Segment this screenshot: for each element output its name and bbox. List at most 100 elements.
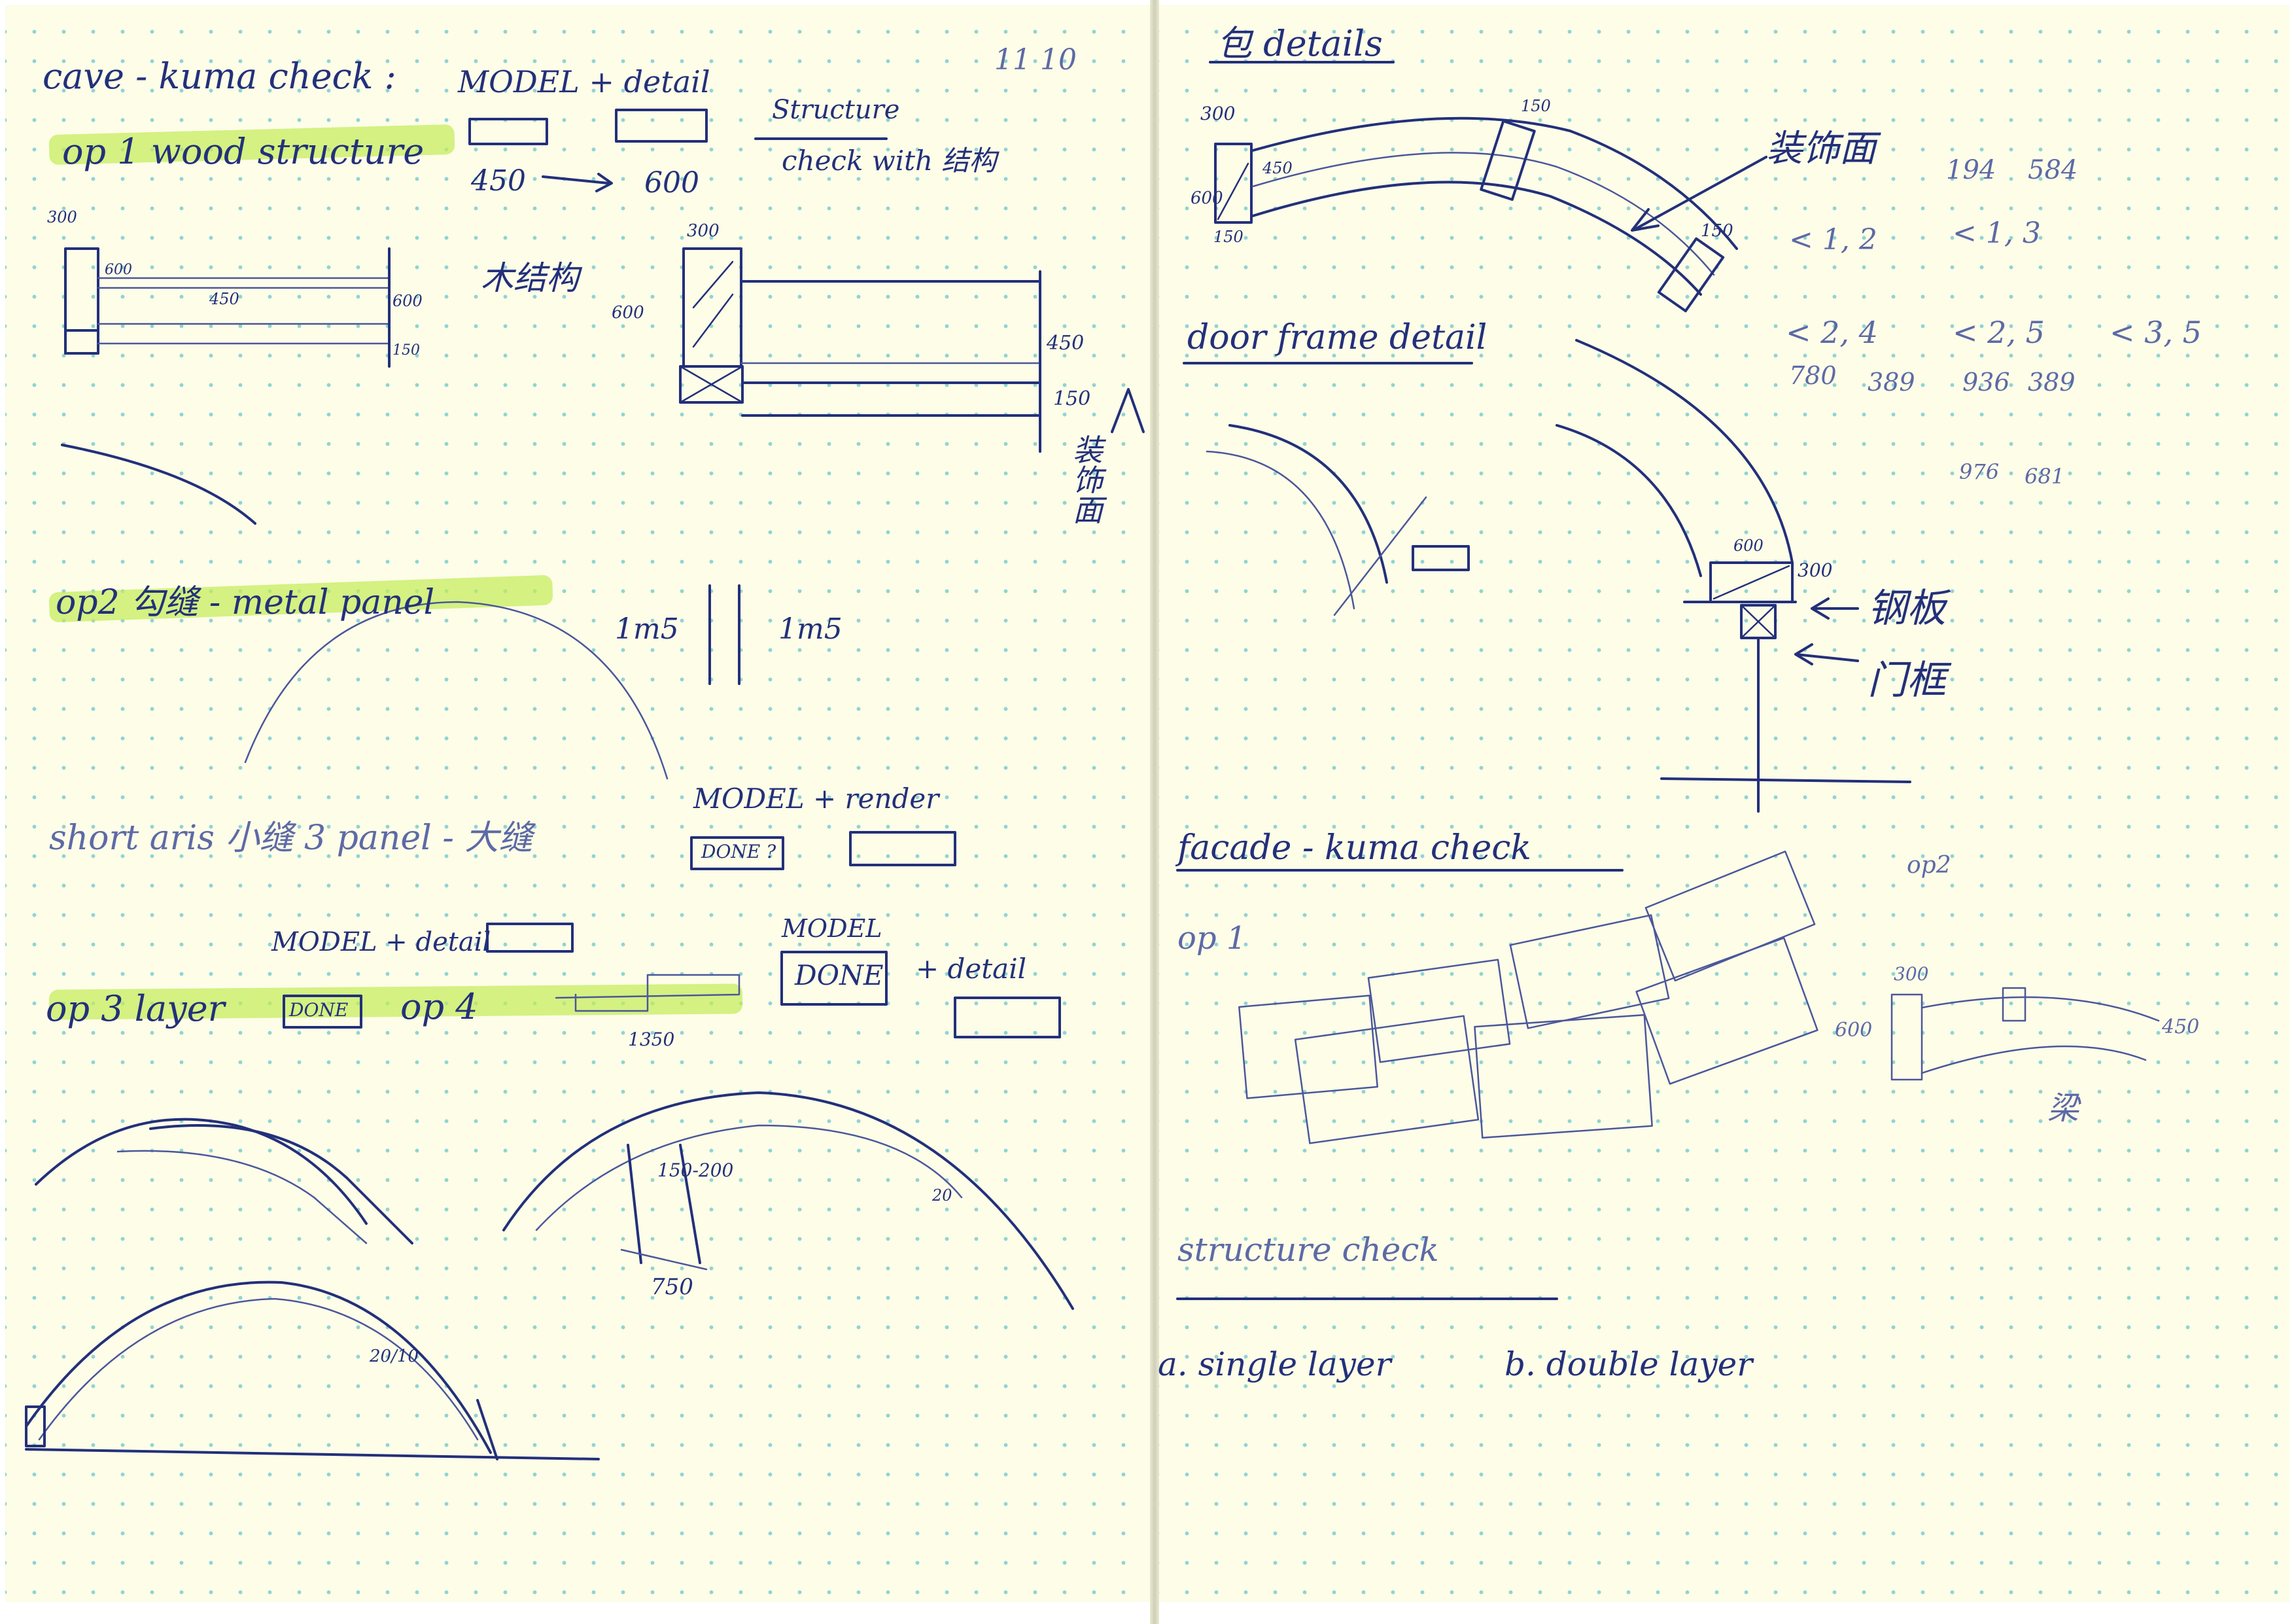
facade-panel-6 xyxy=(1474,1014,1653,1139)
calc-r3c: < 3, 5 xyxy=(2110,315,2202,350)
door-cross xyxy=(1333,496,1427,616)
big-arc-inner xyxy=(535,1124,963,1231)
detail-box-1 xyxy=(615,109,708,143)
calc-r2b: < 1, 3 xyxy=(1953,217,2041,250)
hatch-2 xyxy=(692,293,734,348)
calc-r5a: 976 xyxy=(1959,459,2000,484)
ground-line xyxy=(25,1448,600,1460)
op1-post-large-base xyxy=(679,365,744,404)
calc-r3b: < 2, 5 xyxy=(1953,315,2045,350)
facade-dim-300: 300 xyxy=(1894,963,1929,985)
facade-beam-note: 梁 xyxy=(2047,1090,2079,1127)
door-arc-3 xyxy=(1556,424,1702,577)
facade-panel-3 xyxy=(1509,914,1670,1029)
structure-option-b: b. double layer xyxy=(1505,1345,1753,1383)
calc-r4a: 780 xyxy=(1789,361,1837,390)
notebook-page-right xyxy=(1158,5,2289,1602)
op1-large-300: 300 xyxy=(687,221,720,241)
facade-arc-2 xyxy=(1921,1045,2147,1074)
op2-arc xyxy=(244,601,669,780)
calc-r4c: 936 xyxy=(1962,368,2010,397)
structure-label: Structure xyxy=(772,95,900,125)
op1-small-150: 150 xyxy=(392,342,420,359)
bottom-post xyxy=(25,1405,46,1447)
door-ground xyxy=(1660,777,1911,783)
op3-detail-box xyxy=(486,923,574,953)
short-render-box xyxy=(849,831,956,866)
door-small-block xyxy=(1412,545,1470,571)
bottom-arc xyxy=(25,1280,492,1454)
op1-post-large xyxy=(682,247,742,368)
short-model-render: MODEL + render xyxy=(693,783,939,815)
dim-750-b xyxy=(679,1144,701,1264)
top-finish-note: 装饰面 xyxy=(1766,128,1876,170)
arch-dim-20: 20 xyxy=(932,1186,952,1205)
op1-dim-600: 600 xyxy=(644,166,699,200)
short-done: DONE ? xyxy=(701,841,776,862)
door-title: door frame detail xyxy=(1187,318,1487,357)
op4-model: MODEL xyxy=(782,914,882,943)
door-arc-4 xyxy=(1575,339,1794,564)
facade-beam-block xyxy=(2002,987,2026,1022)
top-mid-post xyxy=(1480,119,1536,202)
layer-arc-2 xyxy=(149,1124,413,1244)
hatch-x2 xyxy=(679,365,744,404)
arch-dim-range: 150-200 xyxy=(657,1159,734,1181)
top-dim-300: 300 xyxy=(1200,103,1236,124)
structure-option-a: a. single layer xyxy=(1158,1345,1391,1383)
big-arc-outer xyxy=(502,1091,1074,1310)
dim-750-a xyxy=(627,1144,642,1264)
facade-op1: op 1 xyxy=(1177,920,1247,957)
top-arc-mid xyxy=(1251,152,1715,276)
short-aris-label: short aris 小缝 3 panel - 大缝 xyxy=(49,819,533,858)
facade-title: facade - kuma check xyxy=(1177,828,1531,868)
cave-title: cave - kuma check : xyxy=(43,56,396,97)
top-hatch xyxy=(1217,162,1249,221)
finish-arrow-head xyxy=(1631,208,1660,232)
layer-arc-1 xyxy=(35,1118,368,1225)
post-arrow xyxy=(1794,643,1859,665)
facade-panel-1 xyxy=(1238,995,1378,1099)
top-dim-150: 150 xyxy=(1213,228,1244,246)
top-arc-outer xyxy=(1251,116,1738,250)
top-dim-600: 600 xyxy=(1191,188,1223,208)
notebook-gutter xyxy=(1150,0,1159,1624)
notebook-page-left xyxy=(5,5,1151,1602)
hatch-1 xyxy=(692,260,734,309)
facade-panel-2 xyxy=(1367,959,1511,1063)
op1-small-450: 450 xyxy=(209,290,239,308)
top-arc-inner xyxy=(1251,181,1702,296)
layer-arc-3 xyxy=(116,1150,368,1244)
door-steel-note: 钢板 xyxy=(1868,586,1946,631)
facade-op2: op2 xyxy=(1907,852,1951,879)
door-arc-1 xyxy=(1206,450,1355,610)
op1-post-small-base xyxy=(64,329,99,355)
details-title: 包 details xyxy=(1217,23,1383,64)
model-box-1 xyxy=(468,118,548,145)
steel-arrow xyxy=(1811,597,1859,620)
bottom-arc-inner xyxy=(38,1297,479,1441)
calc-r5b: 681 xyxy=(2025,464,2065,489)
op1-finish-note: 装饰面 xyxy=(1073,432,1103,528)
op4-detail-box xyxy=(954,997,1061,1038)
arch-dim-750: 750 xyxy=(651,1274,693,1300)
date-label: 11 10 xyxy=(994,43,1077,77)
calc-r1b: 584 xyxy=(2028,155,2078,185)
facade-post xyxy=(1890,993,1923,1081)
door-dim-300: 300 xyxy=(1798,559,1833,581)
op1-label: op 1 wood structure xyxy=(62,131,425,172)
door-dim-600: 600 xyxy=(1733,537,1764,555)
top-dim-150b: 150 xyxy=(1521,97,1551,115)
arrow-finish xyxy=(1111,388,1145,433)
door-header-hatch xyxy=(1713,565,1790,600)
op1-post-small xyxy=(64,247,99,355)
door-arc-2 xyxy=(1228,424,1388,584)
door-post-note: 门框 xyxy=(1868,658,1946,703)
arrow-head-1 xyxy=(595,173,613,192)
op1-arc xyxy=(61,444,256,525)
dim-750-line xyxy=(620,1248,708,1271)
op2-dim-1: 1m5 xyxy=(615,612,679,646)
check-with-label: check with 结构 xyxy=(782,145,997,177)
op2-label: op2 勾缝 - metal panel xyxy=(56,583,435,622)
calc-r4d: 389 xyxy=(2028,368,2076,397)
